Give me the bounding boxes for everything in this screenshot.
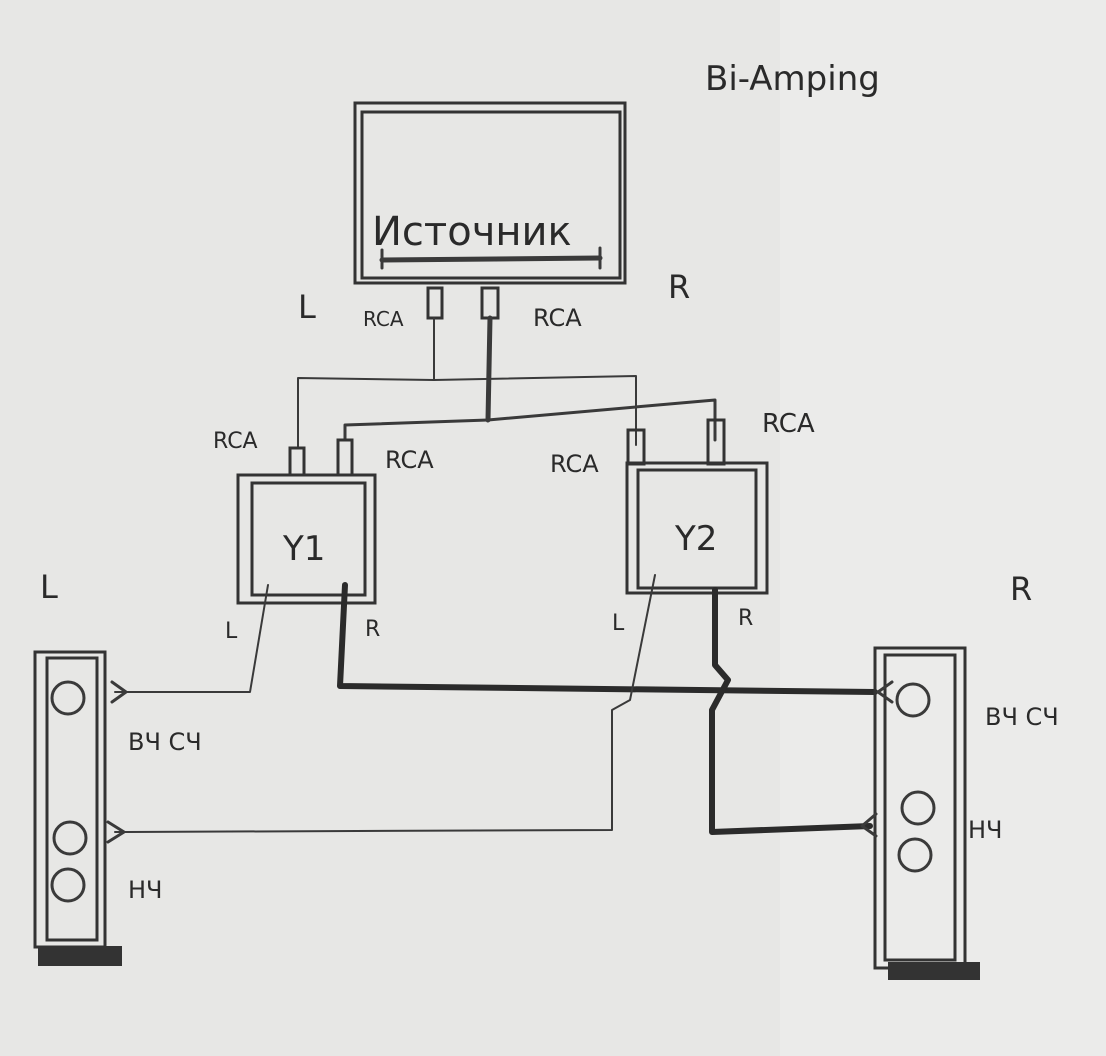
amp1-out-left-label: L — [225, 619, 238, 644]
left-tweeter-icon — [50, 680, 86, 716]
source-label: Источник — [372, 209, 572, 255]
diagram-title: Bi-Amping — [705, 59, 880, 99]
source-right-label: R — [668, 268, 690, 306]
left-speaker — [33, 650, 128, 966]
source-left-label: L — [298, 288, 316, 326]
right-woofer-icon — [900, 790, 936, 826]
right-tweeter-icon — [895, 682, 931, 718]
right-hf-label: ВЧ СЧ — [985, 703, 1059, 731]
left-hf-label: ВЧ СЧ — [128, 728, 202, 756]
amp1-right-rca-label: RCA — [385, 446, 434, 474]
amp1-left-rca-jack — [288, 446, 306, 477]
source-right-rca-label: RCA — [533, 304, 582, 332]
amp2-right-rca-jack — [706, 418, 726, 466]
amp2-right-rca-label: RCA — [762, 409, 815, 439]
right-speaker-base — [888, 962, 980, 980]
source-left-rca-label: RCA — [363, 307, 404, 331]
left-woofer2-icon — [50, 867, 86, 903]
left-speaker-base — [38, 946, 122, 966]
right-signal-cable — [343, 315, 717, 442]
right-lf-label: НЧ — [968, 816, 1003, 844]
amp2-out-left-label: L — [612, 611, 625, 636]
amplifier-y2: Y2 — [625, 418, 769, 595]
amp1-out-right-label: R — [365, 617, 380, 642]
y1-left-to-left-hf-cable — [114, 584, 269, 693]
right-speaker-channel: R — [1010, 570, 1032, 608]
source-device: Источник — [353, 101, 627, 285]
amp1-left-rca-label: RCA — [213, 429, 258, 454]
amp2-label: Y2 — [674, 519, 717, 559]
amp2-left-rca-jack — [626, 428, 646, 466]
amplifier-y1: Y1 — [236, 438, 377, 605]
left-lf-label: НЧ — [128, 876, 163, 904]
right-woofer2-icon — [897, 837, 933, 873]
right-speaker — [860, 646, 980, 980]
paper-shade — [780, 0, 1106, 1056]
left-signal-cable — [297, 317, 637, 449]
left-speaker-channel: L — [40, 568, 58, 606]
y2-left-to-left-lf-cable — [114, 574, 656, 833]
y1-right-to-right-hf-cable — [337, 582, 878, 695]
amp2-out-right-label: R — [738, 606, 753, 631]
amp1-label: Y1 — [282, 529, 325, 569]
amp2-left-rca-label: RCA — [550, 450, 599, 478]
left-woofer-icon — [52, 820, 88, 856]
amp1-right-rca-jack — [336, 438, 354, 477]
y2-right-to-right-lf-cable — [709, 587, 873, 835]
